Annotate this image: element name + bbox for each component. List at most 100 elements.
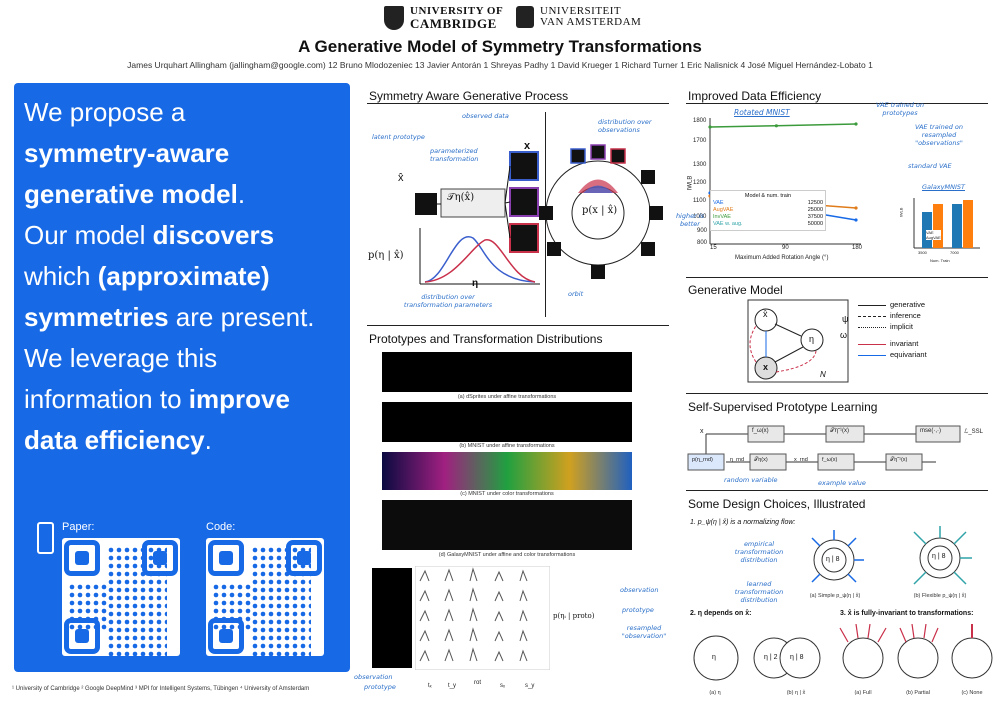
transform-arrows xyxy=(913,526,972,585)
note-orbit: orbit xyxy=(568,290,584,298)
cambridge-crest-icon xyxy=(384,6,404,30)
graphical-model-figure xyxy=(747,299,849,383)
design-item-2: 2. η depends on x̂: xyxy=(690,610,752,617)
label-x-hat: x̂ xyxy=(398,172,404,184)
legend-count: 12500 xyxy=(807,200,823,206)
galaxy-legend-augvae: AugVAE xyxy=(926,235,941,240)
ytick: 1200 xyxy=(693,180,707,186)
note-vae-resampled: VAE trained on resampled "observations" xyxy=(914,123,964,147)
note-prototype-left: prototype xyxy=(364,683,396,691)
gm-label-N: N xyxy=(820,370,826,379)
transform-arrows xyxy=(811,530,864,583)
gm-label-x-hat: x̂ xyxy=(763,309,768,319)
chart-xlabel: Maximum Added Rotation Angle (°) xyxy=(735,255,829,261)
edge-inference-invariant xyxy=(749,325,757,363)
note-vae-prototypes: VAE trained on prototypes xyxy=(875,101,925,117)
ssl-box-f2 xyxy=(817,453,855,471)
data-point xyxy=(854,206,858,210)
histogram-row xyxy=(419,607,528,622)
ytick: 1000 xyxy=(693,214,707,220)
qr-finder xyxy=(64,540,100,576)
flow-circle-inner xyxy=(927,545,953,571)
note-example-value: example value xyxy=(818,479,866,487)
circle-label-eta8: η | 8 xyxy=(826,556,840,563)
small-circle xyxy=(951,637,993,679)
code-qr-code[interactable] xyxy=(206,538,324,666)
ssl-box-prior xyxy=(687,453,725,471)
orbit-image xyxy=(570,148,586,164)
note-learned: learned transformation distribution xyxy=(734,580,784,604)
caption-3a: (a) Full xyxy=(854,690,872,696)
note-resampled: resampled "observation" xyxy=(621,624,667,640)
density-lobe xyxy=(583,185,613,193)
caption-mnist-color: (c) MNIST under color transformations xyxy=(460,491,554,497)
legend-invariant: invariant xyxy=(890,339,919,348)
observation-image xyxy=(509,223,539,253)
ssl-label-mse: mse(·,·) xyxy=(920,428,941,434)
claim-punct: . xyxy=(237,179,246,209)
label-transform: 𝒯η(x̂) xyxy=(447,192,475,203)
caption-2b: (b) η | x̂ xyxy=(786,690,806,696)
note-empirical: empirical transformation distribution xyxy=(734,540,784,564)
histogram-row xyxy=(419,627,528,642)
orbit-image xyxy=(590,144,606,160)
logo-row: UNIVERSITY OF CAMBRIDGE UNIVERSITEIT VAN… xyxy=(0,6,1000,34)
caption-flexible: (b) Flexible p_ψ(η | x̂) xyxy=(913,593,967,599)
claim-line: Our model xyxy=(24,220,146,250)
mnist-affine-grid xyxy=(382,402,632,442)
label-p-proto: p(ηᵢ | proto) xyxy=(553,612,595,620)
ssl-label-x-rnd: x_rnd xyxy=(794,457,808,463)
orbit-image xyxy=(539,206,553,220)
section-rule xyxy=(686,277,988,278)
section-rule xyxy=(686,393,988,394)
ssl-box-t xyxy=(749,453,787,471)
small-circle-eta8: η | 8 xyxy=(790,654,804,661)
qr-finder xyxy=(208,540,244,576)
code-qr-label: Code: xyxy=(206,521,236,533)
legend-model-invvae: InvVAE xyxy=(713,214,731,220)
flow-arrow xyxy=(504,202,511,239)
note-random-variable: random variable xyxy=(724,476,778,484)
histogram-row xyxy=(419,587,528,602)
edge-generative xyxy=(774,346,804,363)
label-eta: η xyxy=(472,278,479,289)
caption-simple: (a) Simple p_ψ(η | x̂) xyxy=(809,593,861,599)
gm-legend: generative inference implicit invariant … xyxy=(858,299,927,360)
claim-line: We leverage this xyxy=(24,343,218,373)
flow-arrow xyxy=(504,165,511,204)
claim-emph: discovers xyxy=(152,220,275,250)
generative-process-figure xyxy=(415,144,663,285)
density-curve xyxy=(424,236,536,283)
legend-count: 25000 xyxy=(807,207,823,213)
orbit-image xyxy=(649,206,663,220)
caption-2a: (a) η xyxy=(709,690,721,696)
ssl-label-f1: f_ω(x) xyxy=(752,428,769,434)
orbit-image xyxy=(641,170,655,184)
transformation-distribution-grid xyxy=(415,566,550,670)
section-title-ssl: Self-Supervised Prototype Learning xyxy=(688,400,878,414)
chart-title-rotated-mnist: Rotated MNIST xyxy=(734,108,790,117)
ssl-box-f xyxy=(747,425,785,443)
cambridge-line2: CAMBRIDGE xyxy=(410,16,497,31)
section-rule xyxy=(367,103,669,104)
ssl-label-x: x xyxy=(700,428,704,435)
claim-line: We propose a xyxy=(24,97,186,127)
claim-punct: . xyxy=(204,425,212,455)
note-observed-data: observed data xyxy=(462,112,509,120)
small-circle-eta: η xyxy=(712,654,716,661)
galaxy-grid xyxy=(382,500,632,550)
note-dist-transform: distribution over transformation paramet… xyxy=(403,293,493,309)
orbit-image xyxy=(641,242,655,256)
flow-circle-inner xyxy=(821,547,847,573)
qr-modules xyxy=(212,583,252,631)
small-circle-eta2: η | 2 xyxy=(764,654,778,661)
paper-qr-code[interactable] xyxy=(62,538,180,666)
gm-label-x: x xyxy=(763,362,769,372)
section-rule xyxy=(686,490,988,491)
paper-qr-label: Paper: xyxy=(62,521,95,533)
observation-image xyxy=(509,187,539,217)
ssl-label-tinv2: 𝒯η⁻¹(x) xyxy=(890,457,908,463)
note-param-transform: parameterized transformation xyxy=(430,147,479,163)
claim-emph: (approximate) xyxy=(97,261,270,291)
